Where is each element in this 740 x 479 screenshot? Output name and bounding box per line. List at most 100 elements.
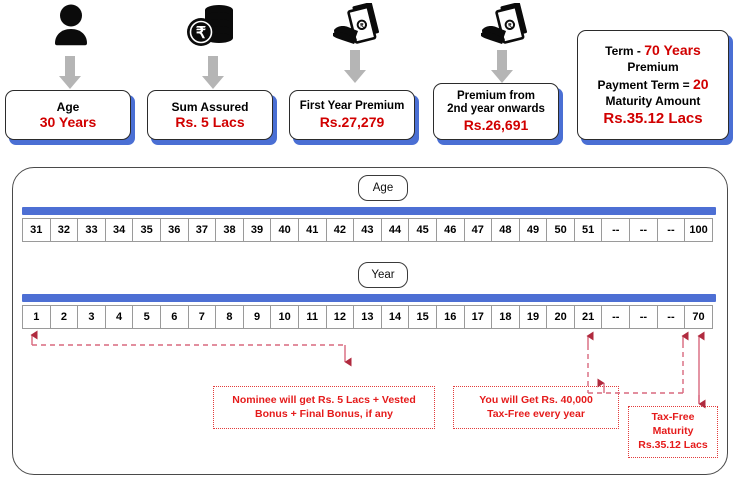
term-maturity-card-line-2: Payment Term = 20 — [597, 75, 708, 94]
age-cell-4[interactable]: 35 — [133, 219, 161, 241]
year-cell-20[interactable]: 21 — [575, 306, 603, 328]
year-cell-13[interactable]: 14 — [382, 306, 410, 328]
year-cell-19[interactable]: 20 — [547, 306, 575, 328]
year-pill-label: Year — [371, 269, 395, 281]
summary-row: ₹ ₹ ₹ — [0, 0, 740, 160]
down-arrow-icon-3 — [342, 50, 368, 84]
age-cell-13[interactable]: 44 — [382, 219, 410, 241]
first-year-premium-card[interactable]: First Year Premium Rs.27,279 — [289, 90, 415, 140]
age-cell-0[interactable]: 31 — [23, 219, 51, 241]
rupee-coins-icon: ₹ — [177, 2, 247, 50]
year-cell-24[interactable]: 70 — [685, 306, 713, 328]
age-card[interactable]: Age 30 Years — [5, 90, 131, 140]
year-cell-4[interactable]: 5 — [133, 306, 161, 328]
hand-cash-icon-2: ₹ — [470, 2, 540, 50]
age-cell-24[interactable]: 100 — [685, 219, 713, 241]
down-arrow-icon-2 — [200, 56, 226, 90]
year-cell-16[interactable]: 17 — [465, 306, 493, 328]
age-pill-label: Age — [372, 182, 394, 194]
age-cell-17[interactable]: 48 — [492, 219, 520, 241]
year-cell-8[interactable]: 9 — [244, 306, 272, 328]
nominee-note-line-1: Bonus + Final Bonus, if any — [255, 407, 393, 420]
year-pill: Year — [358, 262, 408, 288]
down-arrow-icon-1 — [57, 56, 83, 90]
annual-payout-note: You will Get Rs. 40,000 Tax-Free every y… — [453, 386, 619, 429]
term-maturity-card-line-0: Term - 70 Years — [605, 41, 701, 60]
year-cell-1[interactable]: 2 — [51, 306, 79, 328]
age-card-line-1: 30 Years — [39, 113, 97, 130]
age-cell-1[interactable]: 32 — [51, 219, 79, 241]
svg-text:₹: ₹ — [196, 25, 206, 42]
age-cell-23[interactable]: -- — [658, 219, 686, 241]
year-cell-14[interactable]: 15 — [409, 306, 437, 328]
year-cell-3[interactable]: 4 — [106, 306, 134, 328]
age-cell-18[interactable]: 49 — [520, 219, 548, 241]
first-year-premium-card-line-1: Rs.27,279 — [319, 113, 385, 130]
svg-text:₹: ₹ — [508, 22, 514, 30]
year-cell-7[interactable]: 8 — [216, 306, 244, 328]
premium-2nd-year-card-line-0: Premium from — [457, 89, 535, 102]
age-cell-22[interactable]: -- — [630, 219, 658, 241]
year-cell-10[interactable]: 11 — [299, 306, 327, 328]
age-cell-11[interactable]: 42 — [327, 219, 355, 241]
age-cell-3[interactable]: 34 — [106, 219, 134, 241]
maturity-note-line-2: Rs.35.12 Lacs — [638, 438, 708, 451]
year-cell-17[interactable]: 18 — [492, 306, 520, 328]
premium-2nd-year-card-line-2: Rs.26,691 — [463, 116, 529, 133]
age-cell-2[interactable]: 33 — [78, 219, 106, 241]
year-cell-2[interactable]: 3 — [78, 306, 106, 328]
year-cell-11[interactable]: 12 — [327, 306, 355, 328]
age-card-line-0: Age — [56, 99, 80, 114]
term-maturity-card-line-4: Rs.35.12 Lacs — [603, 110, 703, 128]
year-cell-15[interactable]: 16 — [437, 306, 465, 328]
term-maturity-card-line-3: Maturity Amount — [605, 93, 701, 108]
age-cell-8[interactable]: 39 — [244, 219, 272, 241]
nominee-note-line-0: Nominee will get Rs. 5 Lacs + Vested — [232, 393, 416, 406]
hand-cash-icon: ₹ — [322, 2, 392, 50]
year-cell-21[interactable]: -- — [602, 306, 631, 328]
term-maturity-card-line-1: Premium — [627, 59, 679, 74]
year-cell-5[interactable]: 6 — [161, 306, 189, 328]
year-accent-bar — [22, 294, 716, 302]
year-cell-23[interactable]: -- — [658, 306, 686, 328]
sum-assured-card[interactable]: Sum Assured Rs. 5 Lacs — [147, 90, 273, 140]
age-cell-10[interactable]: 41 — [299, 219, 327, 241]
age-cell-19[interactable]: 50 — [547, 219, 575, 241]
age-cell-6[interactable]: 37 — [189, 219, 217, 241]
age-cell-16[interactable]: 47 — [465, 219, 493, 241]
year-cell-6[interactable]: 7 — [189, 306, 217, 328]
term-maturity-card[interactable]: Term - 70 Years Premium Payment Term = 2… — [577, 30, 729, 140]
year-cell-0[interactable]: 1 — [23, 306, 51, 328]
maturity-note-line-0: Tax-Free — [651, 411, 695, 424]
age-cell-12[interactable]: 43 — [354, 219, 382, 241]
age-cell-9[interactable]: 40 — [271, 219, 299, 241]
maturity-note: Tax-Free Maturity Rs.35.12 Lacs — [628, 406, 718, 458]
age-cell-15[interactable]: 46 — [437, 219, 465, 241]
first-year-premium-card-line-0: First Year Premium — [299, 99, 405, 112]
nominee-note: Nominee will get Rs. 5 Lacs + Vested Bon… — [213, 386, 435, 429]
year-cell-9[interactable]: 10 — [271, 306, 299, 328]
maturity-note-line-1: Maturity — [652, 425, 694, 438]
sum-assured-card-line-1: Rs. 5 Lacs — [175, 113, 245, 130]
age-cell-5[interactable]: 36 — [161, 219, 189, 241]
term-label: Term - — [605, 44, 645, 59]
age-cell-20[interactable]: 51 — [575, 219, 603, 241]
down-arrow-icon-4 — [489, 50, 515, 84]
term-value: 70 Years — [644, 42, 701, 59]
age-cell-7[interactable]: 38 — [216, 219, 244, 241]
premium-2nd-year-card[interactable]: Premium from 2nd year onwards Rs.26,691 — [433, 83, 559, 140]
year-cell-12[interactable]: 13 — [354, 306, 382, 328]
premium-2nd-year-card-line-1: 2nd year onwards — [447, 103, 545, 116]
year-cell-18[interactable]: 19 — [520, 306, 548, 328]
sum-assured-card-line-0: Sum Assured — [171, 99, 249, 114]
payment-term-value: 20 — [692, 76, 709, 93]
age-cell-21[interactable]: -- — [602, 219, 631, 241]
annual-payout-note-line-0: You will Get Rs. 40,000 — [479, 393, 593, 406]
person-icon — [36, 2, 106, 50]
year-cell-22[interactable]: -- — [630, 306, 658, 328]
payment-term-label: Payment Term = — [597, 78, 693, 93]
annual-payout-note-line-1: Tax-Free every year — [487, 407, 585, 420]
age-cell-14[interactable]: 45 — [409, 219, 437, 241]
